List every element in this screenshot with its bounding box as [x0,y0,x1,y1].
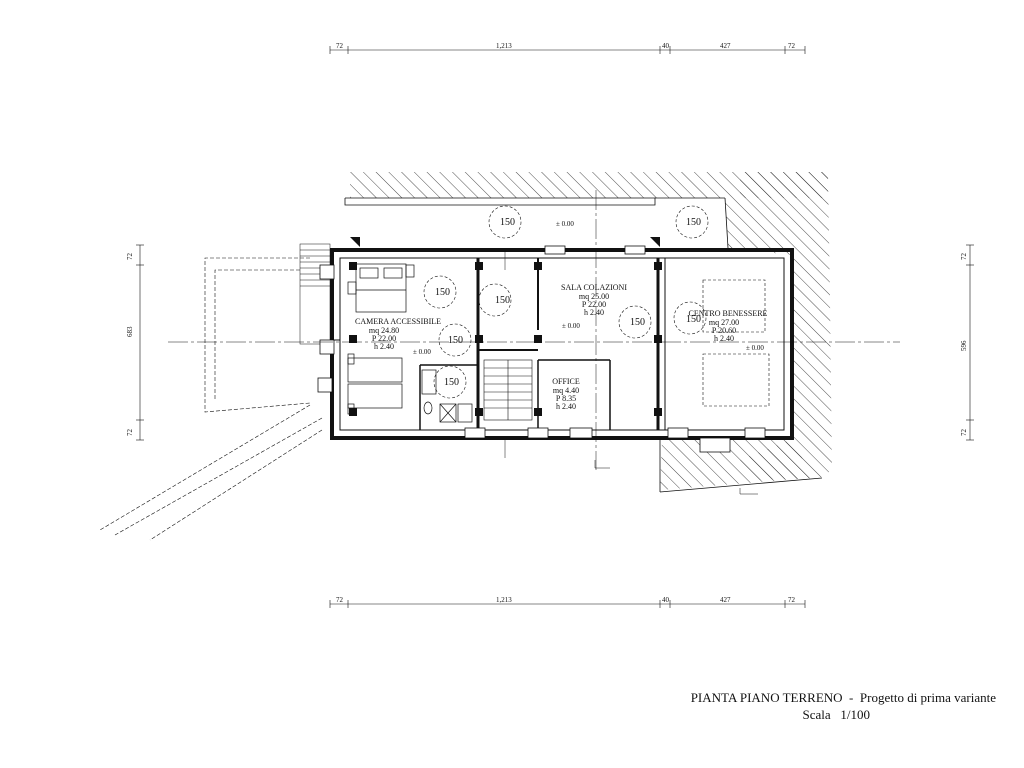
room-perimeter: P 22.00 [582,300,606,309]
circle-label: 150 [500,217,515,228]
circle-label: 150 [686,217,701,228]
circle-label: 150 [686,314,701,325]
dim-right-2: 596 [960,340,968,351]
dim-top-3: 40 [662,42,670,50]
drawing-title: PIANTA PIANO TERRENO [690,690,843,705]
left-dimension-line: 72 683 72 [126,244,144,441]
dim-right-3: 72 [960,429,968,437]
furniture-bathroom [421,369,473,423]
drawing-subtitle: Progetto di prima variante [859,690,996,705]
room-height: h 2.40 [714,334,734,343]
circle-label: 150 [435,287,450,298]
scale-label: Scala [802,707,831,722]
level-label: ± 0.00 [556,220,574,228]
dim-bottom-4: 427 [720,596,731,604]
dim-bottom-3: 40 [662,596,670,604]
scale-value: 1/100 [840,707,870,722]
title-line: PIANTA PIANO TERRENO - Progetto di prima… [691,690,996,706]
scale-line: Scala 1/100 [802,707,870,723]
dim-left-2: 683 [126,326,134,337]
turning-circles [423,205,709,399]
dim-top-1: 72 [336,42,344,50]
right-dimension-line: 72 596 72 [960,244,974,441]
circle-label: 150 [444,377,459,388]
openings [317,245,766,453]
entrance-steps [299,243,331,345]
dim-top-4: 427 [720,42,731,50]
dim-bottom-5: 72 [788,596,796,604]
room-perimeter: P 20.60 [712,326,736,335]
level-label: ± 0.00 [746,344,764,352]
title-separator: - [849,690,854,705]
structural-columns[interactable] [349,262,662,416]
circle-label: 150 [448,335,463,346]
room-area: mq 27.00 [709,318,739,327]
room-centro-benessere: CENTRO BENESSERE mq 27.00 P 20.60 h 2.40 [689,309,768,343]
room-area: mq 24.80 [369,326,399,335]
room-area: mq 4.40 [553,386,579,395]
furniture-bedroom [347,263,415,415]
section-axis [168,190,900,495]
dim-bottom-1: 72 [336,596,344,604]
level-label: ± 0.00 [562,322,580,330]
level-label: ± 0.00 [413,348,431,356]
spa-fixtures [702,279,770,407]
dim-left-1: 72 [126,253,134,261]
room-height: h 2.40 [584,308,604,317]
circle-label: 150 [495,295,510,306]
room-sala-colazioni: SALA COLAZIONI mq 25.00 P 22.00 h 2.40 [561,283,627,317]
room-name: OFFICE [552,377,580,386]
bottom-dimension-line: 72 1,213 40 427 72 [329,596,806,608]
room-area: mq 25.00 [579,292,609,301]
turning-circle-labels: 150 150 150 150 150 150 150 150 [435,217,701,388]
room-perimeter: P 8.35 [556,394,576,403]
dim-right-1: 72 [960,253,968,261]
room-name: CENTRO BENESSERE [689,309,768,318]
stairs [483,359,533,421]
top-dimension-line: 72 1,213 40 427 72 [329,42,806,54]
level-markers: ± 0.00 ± 0.00 ± 0.00 ± 0.00 [413,220,764,356]
room-name: SALA COLAZIONI [561,283,627,292]
room-office: OFFICE mq 4.40 P 8.35 h 2.40 [552,377,580,411]
room-height: h 2.40 [556,402,576,411]
room-height: h 2.40 [374,342,394,351]
dim-bottom-2: 1,213 [496,596,512,604]
room-name: CAMERA ACCESSIBILE [355,317,441,326]
room-perimeter: P 22.00 [372,334,396,343]
dim-top-2: 1,213 [496,42,512,50]
north-markers [350,237,660,247]
exterior-ramp [99,257,323,541]
room-camera-accessibile: CAMERA ACCESSIBILE mq 24.80 P 22.00 h 2.… [355,317,441,351]
dim-left-3: 72 [126,429,134,437]
circle-label: 150 [630,317,645,328]
dim-top-5: 72 [788,42,796,50]
